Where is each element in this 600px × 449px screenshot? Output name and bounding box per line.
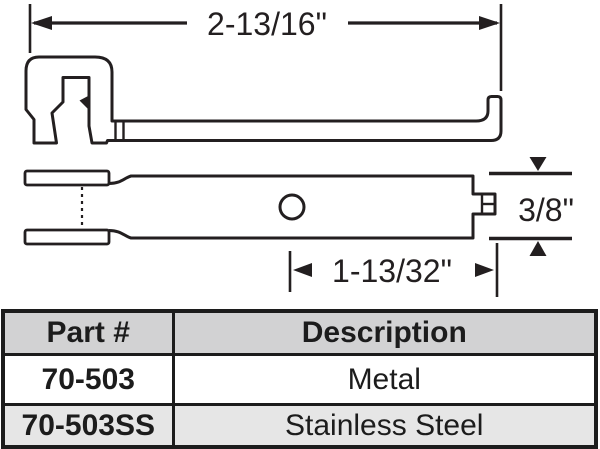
overall-length-label: 2-13/16" [207,6,327,42]
plan-view [23,169,497,246]
hole-offset-dimension: 1-13/32" [288,243,499,297]
arrowhead-right-icon [479,16,500,30]
side-view [24,55,503,145]
end-width-label: 3/8" [518,192,574,228]
parts-table: Part # Description 70-503 Metal 70-503SS… [1,309,598,449]
hole-offset-label: 1-13/32" [332,253,452,289]
overall-length-dimension: 2-13/16" [28,4,503,91]
arrowhead-right-icon [475,263,494,277]
arrowhead-left-icon [31,16,52,30]
table-row: 70-503SS Stainless Steel [1,403,598,449]
arrowhead-up-icon [529,241,547,256]
part-number-cell: 70-503 [1,353,175,406]
mounting-hole [278,193,306,221]
table-header-description: Description [171,309,598,356]
arrowhead-down-icon [529,157,547,171]
end-width-dimension: 3/8" [489,157,574,256]
table-header-row: Part # Description [1,309,598,356]
table-row: 70-503 Metal [1,353,598,406]
top-flange [23,169,111,187]
arrowhead-left-icon [293,263,312,277]
technical-drawing: 2-13/16" 3/8" 1-13/32" [23,4,574,297]
part-number-cell: 70-503SS [1,403,175,449]
description-cell: Metal [171,353,598,406]
part-diagram-svg: 2-13/16" 3/8" 1-13/32" [23,4,574,297]
bottom-flange [23,228,111,246]
description-cell: Stainless Steel [171,403,598,449]
table-header-part: Part # [1,309,175,356]
side-view-outline [24,55,503,145]
weld-detent-mark [79,95,90,111]
